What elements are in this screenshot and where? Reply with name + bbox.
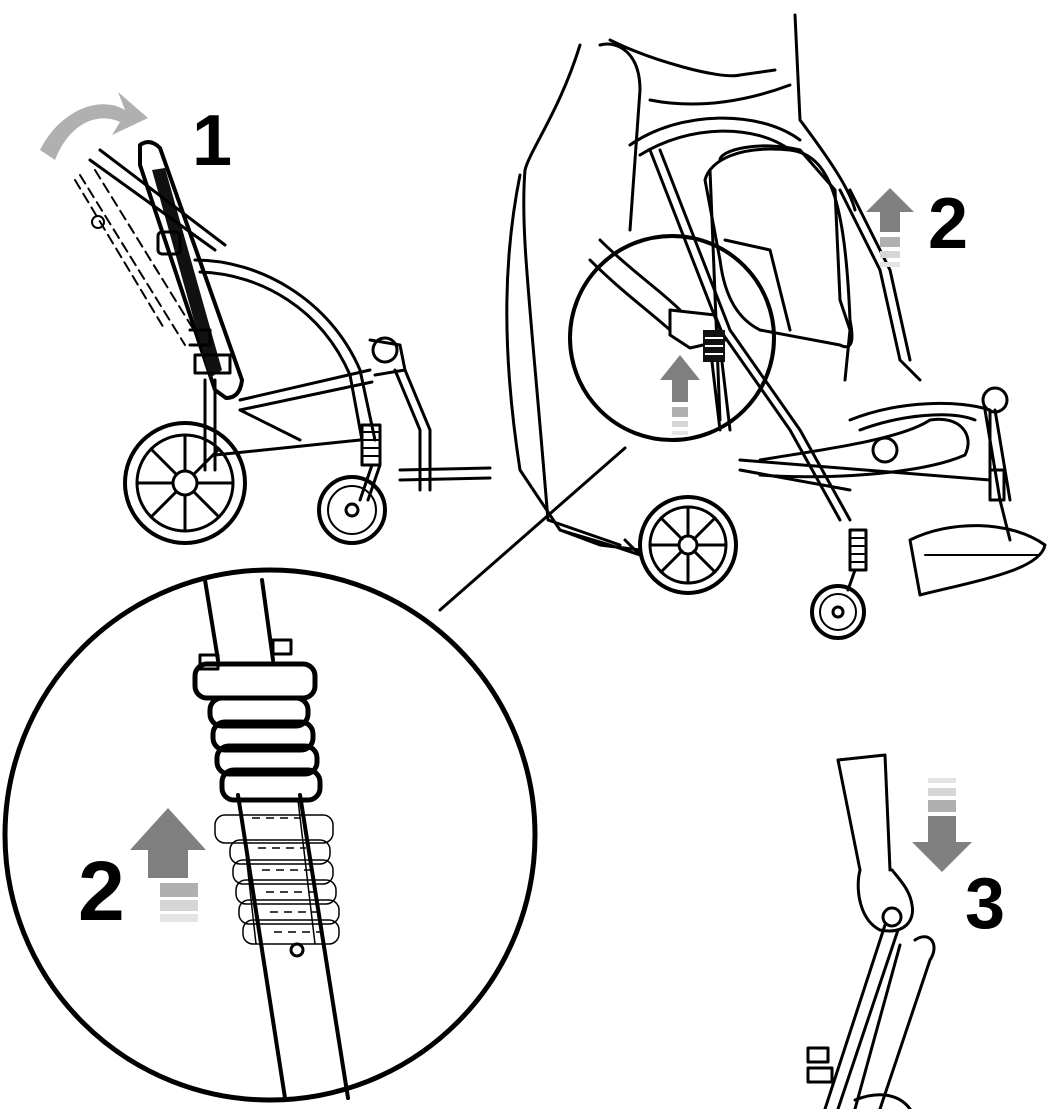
- up-arrow-icon: [130, 808, 206, 922]
- up-arrow-icon: [660, 355, 700, 435]
- step-number-3: 3: [965, 864, 1005, 944]
- frame-tube: [203, 578, 350, 1100]
- backrest-previous-position: [74, 169, 201, 346]
- lock-sleeve-previous-position: [214, 799, 340, 945]
- front-caster: [317, 463, 387, 545]
- curved-arrow-icon: [40, 92, 148, 160]
- step-number-1: 1: [192, 101, 232, 181]
- rear-wheel-overview: [638, 495, 738, 595]
- panel-step-3: 3: [806, 753, 1005, 1109]
- seat-cushion: [703, 147, 970, 479]
- lock-sleeve: [192, 661, 323, 803]
- zoom-connector-line: [438, 446, 627, 612]
- down-arrow-icon: [912, 778, 972, 872]
- step-number-2-top: 2: [928, 184, 968, 264]
- rear-wheel: [123, 421, 247, 545]
- stroller-frame: [188, 258, 492, 492]
- detail-circle-large: [2, 567, 538, 1103]
- up-arrow-icon: [866, 188, 914, 267]
- person-figure: [505, 13, 857, 557]
- detail-circle-small: [568, 234, 776, 442]
- lock-hole: [289, 942, 305, 958]
- stroller-frame-rear-view: [628, 116, 1047, 597]
- panel-step-1: 1: [40, 92, 492, 545]
- panel-step-2-overview: 2: [438, 13, 1047, 640]
- front-caster-overview: [810, 568, 866, 640]
- backrest: [138, 140, 244, 400]
- step-number-2-detail: 2: [78, 844, 125, 938]
- panel-step-2-detail: 2: [2, 567, 538, 1103]
